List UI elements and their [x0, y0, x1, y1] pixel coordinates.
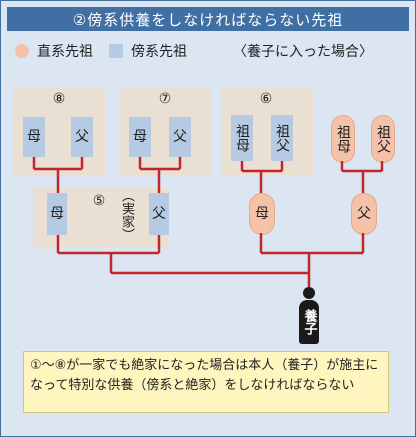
note-box: ①〜⑧が一家でも絶家になった場合は本人（養子）が施主になって特別な供養（傍系と絶… [23, 351, 389, 413]
box-8-number: ⑧ [52, 91, 66, 107]
person-head-icon [303, 287, 315, 299]
legend-collateral-label: 傍系先祖 [131, 44, 187, 60]
legend-collateral: 傍系先祖 [109, 41, 187, 61]
legend-direct-label: 直系先祖 [37, 44, 93, 60]
direct-father: 父 [351, 193, 377, 235]
box-5-mother: 母 [47, 193, 67, 235]
direct-mother: 母 [249, 193, 275, 235]
box-6-number: ⑥ [259, 91, 273, 107]
box-5-number: ⑤ [92, 193, 106, 209]
box-7-number: ⑦ [158, 91, 172, 107]
legend-direct: 直系先祖 [15, 41, 93, 61]
box-6-grandmother: 祖母 [231, 115, 253, 161]
box-5-jikka-label: （実家） [119, 189, 134, 241]
adoption-note: 〈養子に入った場合〉 [233, 44, 373, 60]
box-8-father: 父 [71, 117, 93, 157]
box-6-grandfather: 祖父 [271, 115, 293, 161]
box-7-mother: 母 [129, 117, 151, 157]
box-5-father: 父 [149, 193, 169, 235]
direct-ancestor-swatch [15, 44, 29, 58]
diagram-title: ②傍系供養をしなければならない先祖 [7, 7, 409, 31]
collateral-ancestor-swatch [109, 44, 123, 58]
box-8-mother: 母 [23, 117, 45, 157]
adopted-child: 養子 [299, 300, 319, 344]
direct-grandmother: 祖母 [331, 115, 355, 163]
direct-grandfather: 祖父 [371, 115, 395, 163]
box-7-father: 父 [169, 117, 191, 157]
